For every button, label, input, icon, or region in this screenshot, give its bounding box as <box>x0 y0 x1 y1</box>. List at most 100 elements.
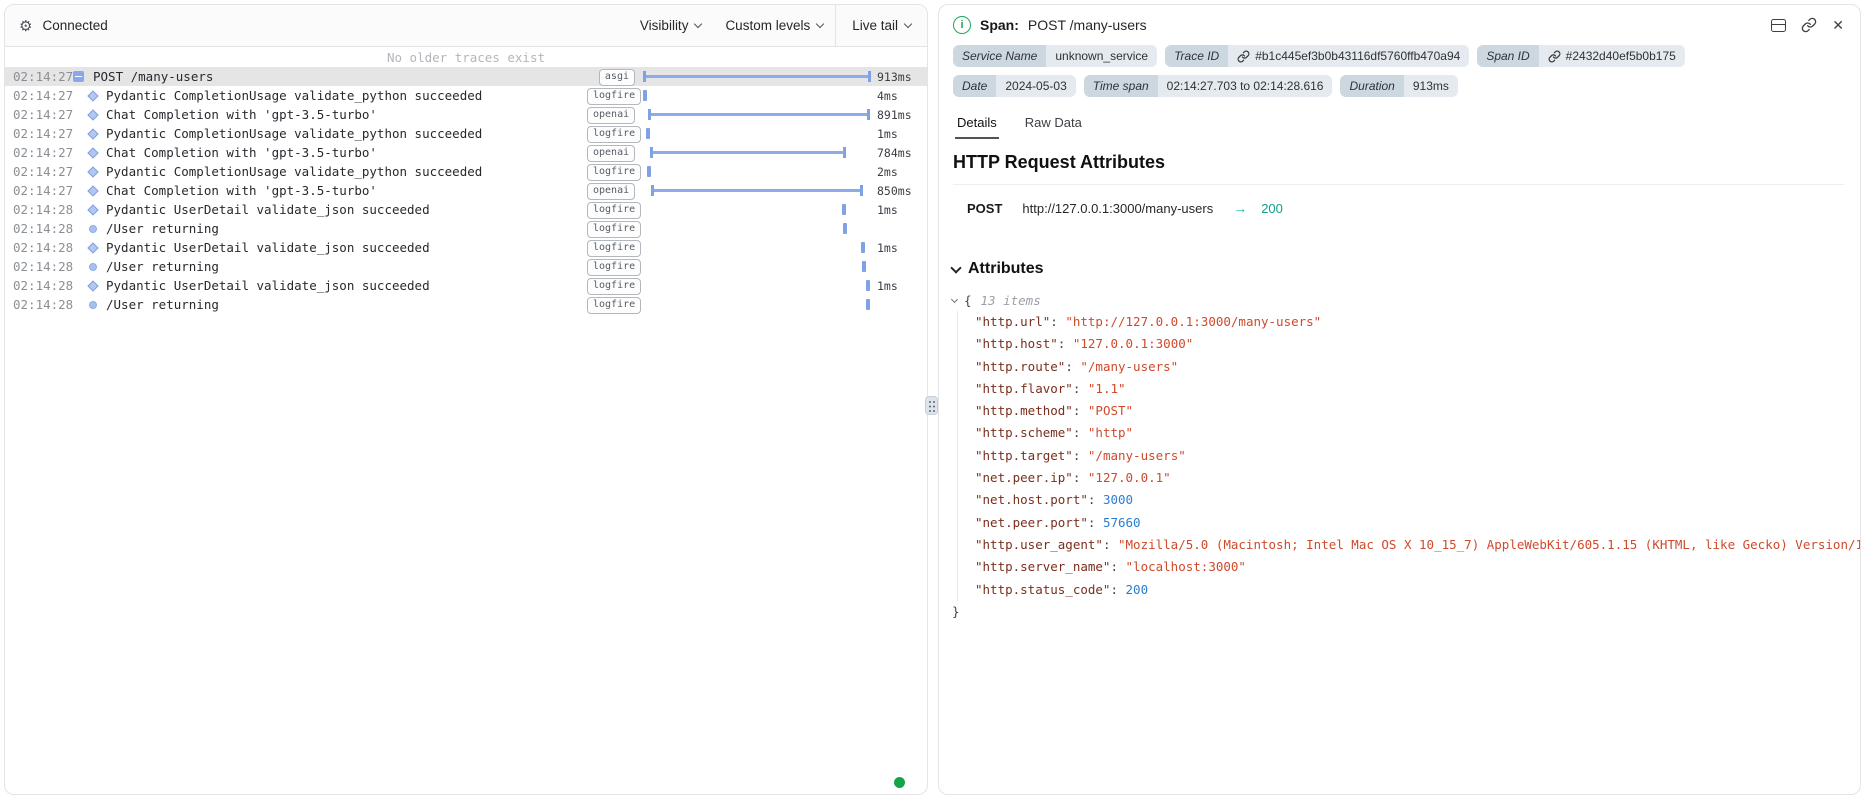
json-attribute-line: "http.user_agent": "Mozilla/5.0 (Macinto… <box>975 534 1860 556</box>
meta-badge-value: 2024-05-03 <box>996 75 1076 97</box>
span-timeline-cell <box>643 128 871 140</box>
live-trace-panel: ⚙ Connected Visibility Custom levels Liv… <box>4 4 928 795</box>
no-older-traces-notice: No older traces exist <box>386 50 546 65</box>
live-indicator-dot <box>894 777 905 788</box>
duration-bar <box>643 71 871 82</box>
row-label: Pydantic UserDetail validate_json succee… <box>73 240 587 255</box>
json-string-value: "Mozilla/5.0 (Macintosh; Intel Mac OS X … <box>1118 536 1861 552</box>
dock-panel-icon[interactable] <box>1771 18 1787 32</box>
live-tail-dropdown[interactable]: Live tail <box>835 5 927 46</box>
tab-raw-data[interactable]: Raw Data <box>1024 115 1082 130</box>
row-duration: 1ms <box>877 202 898 217</box>
json-key: "http.flavor" <box>975 380 1073 396</box>
duration-tick <box>841 204 846 215</box>
info-icon: i <box>953 16 971 34</box>
json-key: "net.peer.ip" <box>975 470 1073 486</box>
meta-badge-value: 913ms <box>1403 75 1458 97</box>
span-detail-header: i Span: POST /many-users ✕ <box>939 5 1860 41</box>
json-number-value: 200 <box>1125 581 1149 597</box>
log-dot-icon <box>89 262 97 271</box>
json-key: "http.status_code" <box>975 581 1111 597</box>
json-root-toggle[interactable]: { 13 items <box>950 289 1844 311</box>
json-close-brace: } <box>952 603 960 619</box>
span-timeline-cell <box>643 223 871 235</box>
visibility-dropdown[interactable]: Visibility <box>628 18 714 33</box>
span-diamond-icon <box>87 241 99 254</box>
row-timestamp: 02:14:28 <box>13 278 74 293</box>
meta-badge-label: Trace ID <box>1165 45 1229 67</box>
http-request-summary: POST http://127.0.0.1:3000/many-users → … <box>939 185 1860 216</box>
tab-details[interactable]: Details <box>955 109 999 139</box>
row-duration: 1ms <box>877 126 898 141</box>
row-duration: 891ms <box>877 107 912 122</box>
scope-badge: logfire <box>587 202 642 219</box>
span-timeline-cell <box>643 71 871 83</box>
duration-tick <box>866 299 871 310</box>
duration-tick <box>646 128 651 139</box>
row-timestamp: 02:14:27 <box>13 107 74 122</box>
meta-badge[interactable]: Span ID#2432d40ef5b0b175 <box>1477 45 1685 67</box>
span-timeline-cell <box>643 280 871 292</box>
json-attribute-line: "http.route": "/many-users" <box>975 358 1179 374</box>
row-timestamp: 02:14:28 <box>13 202 74 217</box>
json-attribute-line: "net.host.port": 3000 <box>975 492 1134 508</box>
row-label: POST /many-users <box>73 69 587 84</box>
scope-badge: logfire <box>587 278 642 295</box>
span-diamond-icon <box>87 184 99 197</box>
meta-badge-value: #2432d40ef5b0b175 <box>1538 45 1685 67</box>
span-title: POST /many-users <box>1027 17 1147 33</box>
span-diamond-icon <box>87 127 99 140</box>
collapse-icon[interactable] <box>73 71 84 82</box>
duration-tick <box>647 166 652 177</box>
meta-badge-value: unknown_service <box>1046 45 1158 67</box>
json-string-value: "http" <box>1087 425 1134 441</box>
copy-link-icon[interactable] <box>1801 17 1817 33</box>
span-timeline-cell <box>643 166 871 178</box>
row-label: Chat Completion with 'gpt-3.5-turbo' <box>73 183 587 198</box>
panel-resize-handle[interactable] <box>925 396 938 415</box>
meta-badge-value: #b1c445ef3b0b43116df5760ffb470a94 <box>1228 45 1470 67</box>
span-timeline-cell <box>643 299 871 311</box>
scope-badge: openai <box>587 183 636 200</box>
meta-badge[interactable]: Trace ID#b1c445ef3b0b43116df5760ffb470a9… <box>1165 45 1470 67</box>
row-duration: 4ms <box>877 88 898 103</box>
http-status: 200 <box>1261 200 1283 216</box>
row-label: /User returning <box>73 259 587 274</box>
gear-icon[interactable]: ⚙ <box>19 17 33 35</box>
span-timeline-cell <box>643 147 871 159</box>
arrow-right-icon: → <box>1233 200 1248 216</box>
json-key: "http.route" <box>975 358 1066 374</box>
row-timestamp: 02:14:28 <box>13 240 74 255</box>
span-timeline-cell <box>643 242 871 254</box>
attributes-section-toggle[interactable]: Attributes <box>950 260 1844 278</box>
row-timestamp: 02:14:27 <box>13 126 74 141</box>
custom-levels-dropdown[interactable]: Custom levels <box>713 18 835 33</box>
span-diamond-icon <box>87 279 99 292</box>
json-attribute-line: "http.flavor": "1.1" <box>975 380 1126 396</box>
json-attribute-line: "http.method": "POST" <box>975 403 1134 419</box>
close-icon[interactable]: ✕ <box>1832 17 1844 33</box>
meta-badge-label: Service Name <box>953 45 1047 67</box>
json-attribute-line: "http.status_code": 200 <box>975 581 1149 597</box>
chevron-down-icon <box>815 19 825 28</box>
json-attribute-line: "http.target": "/many-users" <box>975 447 1186 463</box>
span-timeline-cell <box>643 90 871 102</box>
